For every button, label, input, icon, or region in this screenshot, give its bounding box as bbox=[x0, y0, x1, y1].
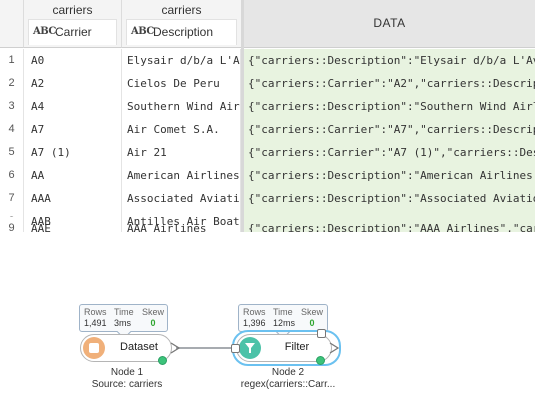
carrier-cell: AA bbox=[25, 164, 122, 187]
dataset-node[interactable]: Dataset bbox=[80, 334, 172, 362]
row-number-header bbox=[0, 0, 24, 48]
node-title: Node 1 bbox=[110, 367, 144, 378]
data-header-label: DATA bbox=[373, 16, 406, 30]
rows-value: 1,491 bbox=[84, 318, 107, 328]
description-cell: American Airlines bbox=[122, 164, 241, 187]
description-cell: Associated Aviati bbox=[122, 187, 241, 210]
input-port[interactable] bbox=[231, 344, 240, 353]
carrier-cell: A4 bbox=[25, 95, 122, 118]
node-source: Source: carriers bbox=[91, 379, 163, 390]
column-header-description[interactable]: carriers ABC Description bbox=[122, 0, 242, 48]
data-column-header[interactable]: DATA bbox=[244, 0, 535, 48]
column-header-carrier[interactable]: carriers ABC Carrier bbox=[24, 0, 122, 48]
data-cell: {"carriers::Description":"AAA Airlines",… bbox=[244, 217, 535, 232]
row-number: 5 bbox=[0, 141, 24, 164]
row-number: 3 bbox=[0, 95, 24, 118]
column-table-name: carriers bbox=[52, 3, 93, 17]
node-expression: regex(carriers::Carr... bbox=[240, 379, 336, 390]
skew-label: Skew bbox=[142, 307, 165, 317]
table-row[interactable]: 4 A7 Air Comet S.A. {"carriers::Carrier"… bbox=[0, 118, 535, 141]
data-cell: {"carriers::Carrier":"A7 (1)","carriers:… bbox=[244, 141, 535, 164]
dataset-icon bbox=[83, 337, 105, 359]
data-cell: {"carriers::Description":"Elysair d/b/a … bbox=[244, 49, 535, 72]
column-field-name: Description bbox=[153, 25, 214, 39]
carrier-cell: A7 (1) bbox=[25, 141, 122, 164]
carrier-cell: A0 bbox=[25, 49, 122, 72]
row-number: 9 bbox=[0, 217, 24, 232]
output-port[interactable] bbox=[316, 356, 325, 365]
filter-icon bbox=[239, 337, 261, 359]
string-type-icon: ABC bbox=[33, 26, 56, 37]
description-cell: Elysair d/b/a L'Av bbox=[122, 49, 241, 72]
rows-label: Rows bbox=[243, 307, 266, 317]
data-cell: {"carriers::Description":"Associated Avi… bbox=[244, 187, 535, 210]
time-value: 12ms bbox=[273, 318, 296, 328]
carrier-cell: A7 bbox=[25, 118, 122, 141]
description-cell: Air Comet S.A. bbox=[122, 118, 241, 141]
results-table: carriers ABC Carrier carriers ABC Descri… bbox=[0, 0, 535, 232]
description-cell: Cielos De Peru bbox=[122, 72, 241, 95]
node-label: Filter bbox=[284, 341, 310, 353]
data-cell: {"carriers::Carrier":"A7","carriers::Des… bbox=[244, 118, 535, 141]
output-arrow-icon[interactable] bbox=[329, 342, 339, 354]
data-cell: {"carriers::Carrier":"A2","carriers::Des… bbox=[244, 72, 535, 95]
row-number: 2 bbox=[0, 72, 24, 95]
table-row[interactable]: 7 AAA Associated Aviati {"carriers::Desc… bbox=[0, 187, 535, 210]
skew-label: Skew bbox=[301, 307, 324, 317]
node-label: Dataset bbox=[120, 341, 158, 353]
filter-node[interactable]: Filter bbox=[236, 334, 332, 362]
string-type-icon: ABC bbox=[131, 26, 154, 37]
node-2-caption: Node 2 regex(carriers::Carr... bbox=[226, 367, 350, 391]
carrier-cell: AAE bbox=[25, 217, 122, 232]
data-cell: {"carriers::Description":"American Airli… bbox=[244, 164, 535, 187]
time-label: Time bbox=[114, 307, 134, 317]
node-2-stats: Rows 1,396 Time 12ms Skew 0 bbox=[238, 304, 328, 332]
node-1-stats: Rows 1,491 Time 3ms Skew 0 bbox=[79, 304, 168, 332]
output-arrow-icon[interactable] bbox=[170, 342, 180, 354]
data-cell: {"carriers::Description":"Southern Wind … bbox=[244, 95, 535, 118]
column-divider[interactable] bbox=[241, 0, 244, 232]
row-number: 6 bbox=[0, 164, 24, 187]
column-table-name: carriers bbox=[161, 3, 202, 17]
table-row[interactable]: 9 AAE AAA Airlines {"carriers::Descripti… bbox=[0, 217, 535, 232]
carrier-cell: AAA bbox=[25, 187, 122, 210]
time-label: Time bbox=[273, 307, 293, 317]
node-1-caption: Node 1 Source: carriers bbox=[70, 367, 184, 391]
table-row[interactable]: 3 A4 Southern Wind Air {"carriers::Descr… bbox=[0, 95, 535, 118]
row-number: 7 bbox=[0, 187, 24, 210]
skew-value: 0 bbox=[150, 318, 156, 328]
rows-label: Rows bbox=[84, 307, 107, 317]
description-cell: AAA Airlines bbox=[122, 217, 241, 232]
description-cell: Air 21 bbox=[122, 141, 241, 164]
rows-value: 1,396 bbox=[243, 318, 266, 328]
node-title: Node 2 bbox=[271, 367, 305, 378]
row-number: 1 bbox=[0, 49, 24, 72]
carrier-cell: A2 bbox=[25, 72, 122, 95]
column-field-name: Carrier bbox=[55, 25, 92, 39]
table-row[interactable]: 1 A0 Elysair d/b/a L'Av {"carriers::Desc… bbox=[0, 49, 535, 72]
table-row[interactable]: 2 A2 Cielos De Peru {"carriers::Carrier"… bbox=[0, 72, 535, 95]
node-options-handle[interactable] bbox=[317, 329, 326, 338]
output-port[interactable] bbox=[158, 356, 167, 365]
description-cell: Southern Wind Air bbox=[122, 95, 241, 118]
table-row[interactable]: 5 A7 (1) Air 21 {"carriers::Carrier":"A7… bbox=[0, 141, 535, 164]
row-number: 4 bbox=[0, 118, 24, 141]
skew-value: 0 bbox=[309, 318, 315, 328]
table-row[interactable]: 6 AA American Airlines {"carriers::Descr… bbox=[0, 164, 535, 187]
time-value: 3ms bbox=[114, 318, 132, 328]
